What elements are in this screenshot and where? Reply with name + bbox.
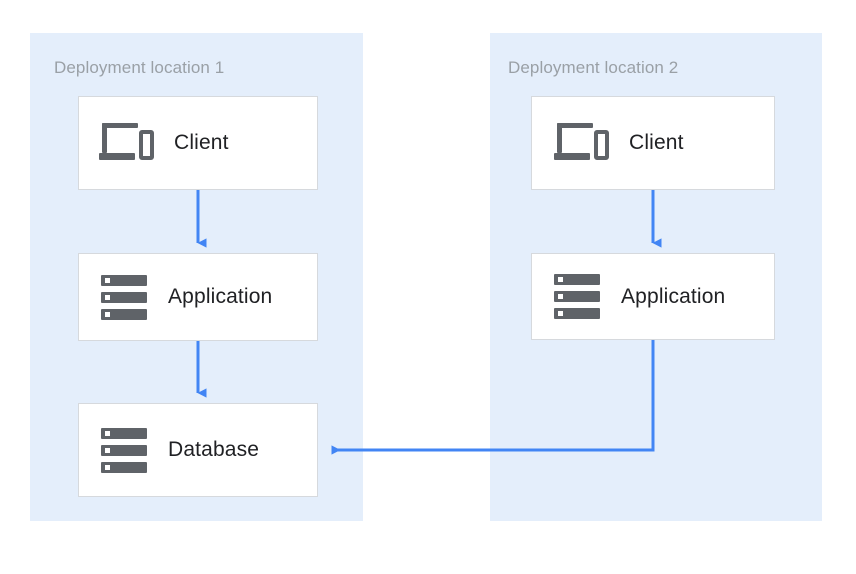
node-application-1[interactable]: Application <box>78 253 318 341</box>
node-client-2[interactable]: Client <box>531 96 775 190</box>
server-stack-icon <box>554 274 600 319</box>
node-label-application-2: Application <box>621 284 726 308</box>
node-label-client-1: Client <box>174 131 229 154</box>
panel-label-deployment-location-2: Deployment location 2 <box>508 58 679 77</box>
client-devices-icon <box>99 121 155 165</box>
node-database-1[interactable]: Database <box>78 403 318 497</box>
node-label-database-1: Database <box>168 438 260 461</box>
node-label-client-2: Client <box>629 131 684 154</box>
node-application-2[interactable]: Application <box>531 253 775 340</box>
client-devices-icon <box>554 121 610 165</box>
panel-label-deployment-location-1: Deployment location 1 <box>54 58 225 77</box>
node-client-1[interactable]: Client <box>78 96 318 190</box>
server-stack-icon <box>101 274 147 320</box>
node-label-application-1: Application <box>168 285 273 308</box>
server-stack-icon <box>101 427 147 473</box>
